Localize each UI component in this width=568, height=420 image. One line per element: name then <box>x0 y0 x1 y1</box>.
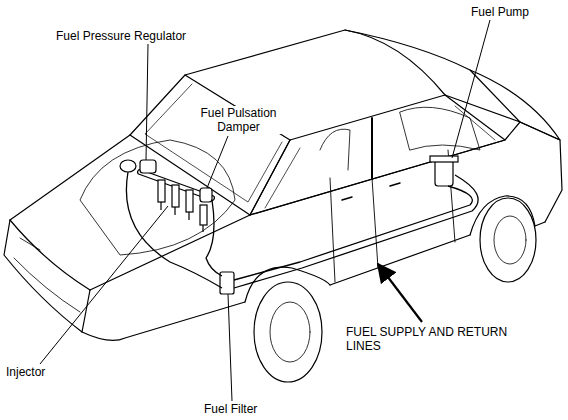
door-line <box>330 178 335 282</box>
part-label: Injector <box>5 365 46 379</box>
car-body <box>4 30 562 382</box>
fuel-filter <box>220 272 234 294</box>
windshield-inner <box>145 84 282 202</box>
window-frame <box>265 106 495 208</box>
side-window <box>250 95 505 215</box>
rear-wheel-hub <box>494 216 526 264</box>
fuel-pump <box>435 160 453 186</box>
rear-window <box>345 30 520 122</box>
beltline <box>250 122 562 222</box>
rear-deck <box>470 70 560 140</box>
injector-body <box>172 185 179 207</box>
engine-outline <box>80 140 235 255</box>
leader-line <box>40 206 168 364</box>
front-fascia <box>4 220 90 332</box>
hood-far-edge <box>10 135 130 220</box>
pointer-arrow <box>378 264 422 322</box>
return-hose <box>126 172 222 288</box>
rear-lower-body <box>535 222 545 226</box>
injector-body <box>200 205 207 225</box>
leader-line <box>207 136 228 188</box>
fuel-pump-bracket <box>430 156 458 162</box>
b-pillar <box>371 118 373 178</box>
part-label: FUEL SUPPLY AND RETURN LINES <box>345 325 525 353</box>
part-label: Fuel Pump <box>470 5 530 19</box>
regulator-diaphragm <box>120 160 136 172</box>
roof-outline <box>185 30 445 140</box>
door-handle <box>342 183 400 200</box>
bumper-line <box>14 258 80 312</box>
leader-line <box>146 44 148 160</box>
injector-body <box>186 190 193 212</box>
leader-line <box>228 294 232 401</box>
rear-wheel-arch <box>470 196 535 235</box>
fuel-lines <box>126 172 478 288</box>
headlamp <box>20 238 40 250</box>
front-seat <box>320 129 350 170</box>
fuel-supply-line <box>234 186 472 280</box>
door-line <box>372 178 378 268</box>
windshield <box>130 75 290 215</box>
pulsation-damper <box>200 188 212 202</box>
part-label: Fuel Pressure Regulator <box>55 29 187 43</box>
part-label: Fuel Filter <box>203 402 258 416</box>
fuel-hose <box>206 200 222 276</box>
front-wheel <box>254 282 322 382</box>
injector-body <box>158 180 165 202</box>
hood-front-edge <box>10 220 90 290</box>
rear-wheel <box>480 198 536 282</box>
rear-seat <box>400 107 480 150</box>
part-label: Fuel Pulsation Damper <box>190 106 287 134</box>
pressure-regulator <box>140 160 156 173</box>
fuel-return-line <box>234 175 478 288</box>
front-wheel-hub <box>270 302 310 362</box>
sill <box>330 235 470 285</box>
leader-line <box>452 20 490 158</box>
front-lower-body <box>82 302 245 340</box>
